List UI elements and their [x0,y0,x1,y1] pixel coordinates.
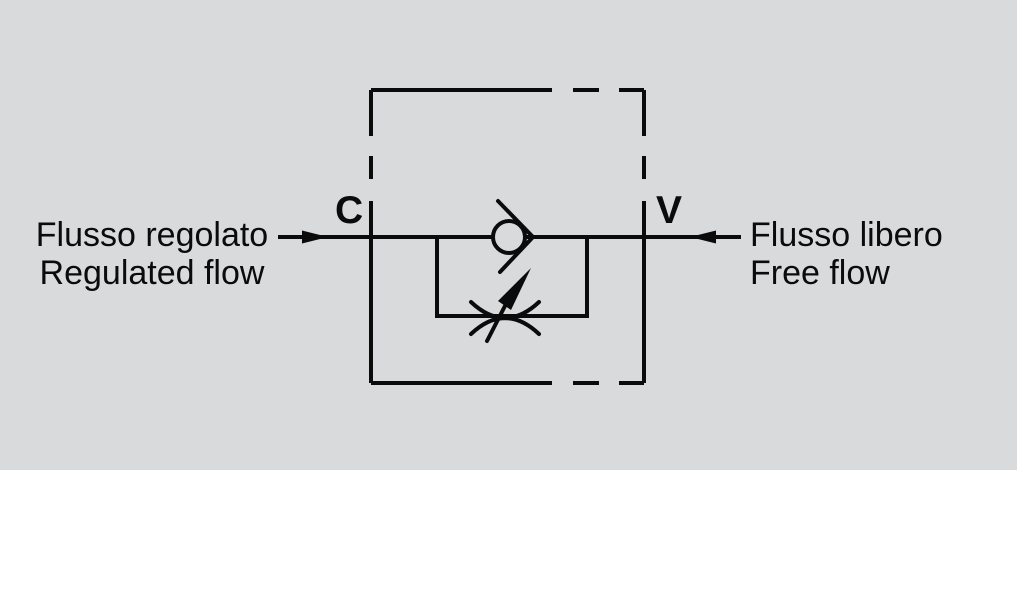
port-label-c: C [335,191,363,230]
port-label-v: V [656,191,682,230]
regulated-flow-caption: Flusso regolato Regulated flow [23,216,281,292]
regulated-flow-caption-italian: Flusso regolato [35,216,269,254]
adjustable-restrictor-icon [469,268,541,343]
check-valve-ball [491,219,527,255]
free-flow-caption: Flusso libero Free flow [750,216,943,292]
restrictor-lower-arc [469,316,541,336]
regulated-flow-caption-english: Regulated flow [39,254,265,292]
free-flow-caption-italian: Flusso libero [750,216,943,254]
flow-arrow-right-icon [302,230,328,244]
port-c-text: C [335,189,364,232]
check-valve-icon [491,199,536,274]
adjustment-arrow-head [498,268,531,310]
check-valve-seat [496,199,536,274]
flow-arrow-left-icon [690,230,716,244]
port-v-text: V [656,189,683,232]
adjustment-arrow-shaft [485,300,509,343]
free-flow-caption-english: Free flow [750,254,890,292]
